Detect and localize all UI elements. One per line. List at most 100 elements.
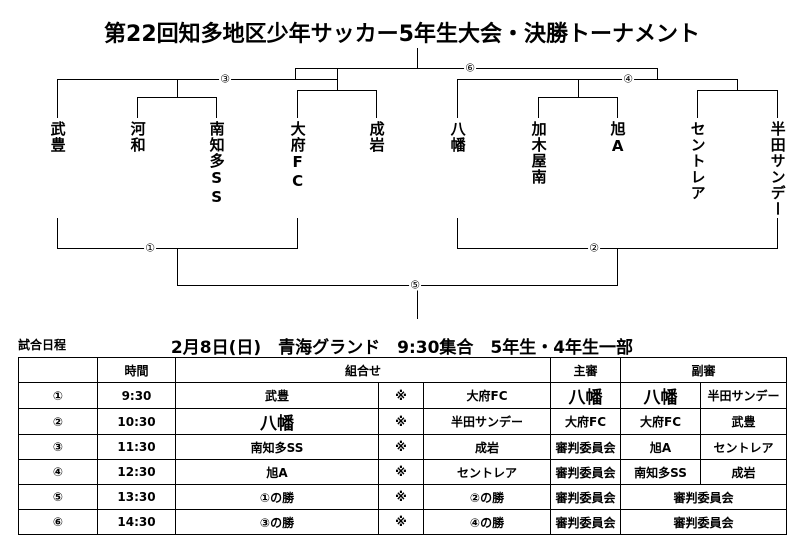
- stem-minamichita: [216, 97, 217, 118]
- row-assistant2-2: 武豊: [700, 408, 788, 435]
- bracket-team-8: 旭A: [608, 121, 627, 156]
- row-away-team-5: ②の勝: [422, 484, 552, 510]
- row-assistant1-3: 旭A: [620, 434, 702, 460]
- row-away-team-3: 成岩: [422, 434, 552, 460]
- bracket-match-number-5: ②: [588, 241, 600, 255]
- stem-kowa: [137, 97, 138, 118]
- bracket-match-number-1: ③: [219, 72, 231, 86]
- stem-nariwa: [376, 90, 377, 118]
- bracket-match-number-2: ⑥: [464, 61, 476, 75]
- row-time-5: 13:30: [97, 484, 176, 510]
- col-assistant: 副審: [620, 357, 788, 383]
- row-home-team-1: 武豊: [175, 382, 379, 409]
- stem-handasunday: [777, 90, 778, 118]
- row-referee-2: 大府FC: [550, 408, 622, 435]
- row-match-number-5: ⑤: [18, 484, 98, 510]
- col-referee: 主審: [550, 357, 622, 383]
- row-away-team-2: 半田サンデー: [422, 408, 552, 435]
- row-vs-5: ※: [378, 484, 424, 510]
- row-vs-1: ※: [378, 382, 424, 409]
- row-match-number-1: ①: [18, 382, 98, 409]
- row-away-team-4: セントレア: [422, 459, 552, 485]
- stem-asahi-a: [617, 97, 618, 118]
- row-assistant-5: 審判委員会: [620, 484, 788, 510]
- row-referee-5: 審判委員会: [550, 484, 622, 510]
- bracket-team-4: 大府FC: [288, 121, 307, 191]
- row-time-4: 12:30: [97, 459, 176, 485]
- stem-match4-up: [657, 68, 658, 80]
- row-home-team-6: ③の勝: [175, 509, 379, 535]
- bracket-team-7: 加木屋南: [529, 121, 548, 185]
- row-vs-2: ※: [378, 408, 424, 435]
- stem-takatoyo: [57, 79, 58, 118]
- lower-stem-takatoyo: [57, 218, 58, 249]
- row-home-team-5: ①の勝: [175, 484, 379, 510]
- stem-kagiyaminami: [538, 97, 539, 118]
- row-home-team-4: 旭A: [175, 459, 379, 485]
- row-time-6: 14:30: [97, 509, 176, 535]
- lower-stem-handasunday: [777, 218, 778, 249]
- row-time-3: 11:30: [97, 434, 176, 460]
- row-assistant1-4: 南知多SS: [620, 459, 702, 485]
- match2-down: [617, 248, 618, 286]
- match4-bar: [578, 79, 738, 80]
- row-away-team-1: 大府FC: [422, 382, 552, 409]
- row-assistant1-1: 八幡: [620, 382, 702, 409]
- schedule-label: 試合日程: [18, 338, 67, 352]
- stem-join-kowa-minamichita-up: [177, 79, 178, 98]
- row-match-number-2: ②: [18, 408, 98, 435]
- row-assistant2-4: 成岩: [700, 459, 788, 485]
- join-match4-left: [457, 79, 579, 80]
- bracket-match-number-4: ①: [144, 241, 156, 255]
- row-time-1: 9:30: [97, 382, 176, 409]
- join-match3-left: [57, 79, 296, 80]
- bracket-team-2: 河和: [128, 121, 147, 153]
- row-vs-6: ※: [378, 509, 424, 535]
- row-referee-1: 八幡: [550, 382, 622, 409]
- bracket-team-1: 武豊: [48, 121, 67, 153]
- stem-centrair: [697, 90, 698, 118]
- row-home-team-3: 南知多SS: [175, 434, 379, 460]
- table-header-row: 時間 組合せ 主審 副審: [18, 357, 788, 383]
- row-match-number-3: ③: [18, 434, 98, 460]
- bracket-match-number-6: ⑤: [409, 278, 421, 292]
- semifinal-left-bar: [295, 68, 418, 69]
- row-match-number-4: ④: [18, 459, 98, 485]
- row-assistant2-1: 半田サンデー: [700, 382, 788, 409]
- bracket-match-number-3: ④: [622, 72, 634, 86]
- stem-join-kagiya-asahi-up: [578, 79, 579, 98]
- row-time-2: 10:30: [97, 408, 176, 435]
- bracket-team-3: 南知多SS: [207, 121, 226, 207]
- col-time: 時間: [97, 357, 176, 383]
- lower-stem-obufc: [297, 218, 298, 249]
- row-assistant1-2: 大府FC: [620, 408, 702, 435]
- bracket-team-5: 成岩: [367, 121, 386, 153]
- match1-down: [177, 248, 178, 286]
- champion-stem-top: [417, 48, 418, 69]
- lower-stem-yawata: [457, 218, 458, 249]
- row-referee-3: 審判委員会: [550, 434, 622, 460]
- stem-obufc: [297, 90, 298, 118]
- schedule-heading: 2月8日(日) 青海グランド 9:30集合 5年生・4年生一部: [170, 338, 634, 358]
- row-assistant2-3: セントレア: [700, 434, 788, 460]
- row-home-team-2: 八幡: [175, 408, 379, 435]
- stem-match3-up: [295, 68, 296, 80]
- row-vs-3: ※: [378, 434, 424, 460]
- row-match-number-6: ⑥: [18, 509, 98, 535]
- row-referee-6: 審判委員会: [550, 509, 622, 535]
- stem-centrair-handa-up: [737, 79, 738, 91]
- col-no: [18, 357, 98, 383]
- champion-stem-bottom: [417, 285, 418, 319]
- page-title: 第22回知多地区少年サッカー5年生大会・決勝トーナメント: [104, 22, 700, 47]
- col-matchup: 組合せ: [174, 357, 552, 383]
- row-vs-4: ※: [378, 459, 424, 485]
- bracket-team-6: 八幡: [448, 121, 467, 153]
